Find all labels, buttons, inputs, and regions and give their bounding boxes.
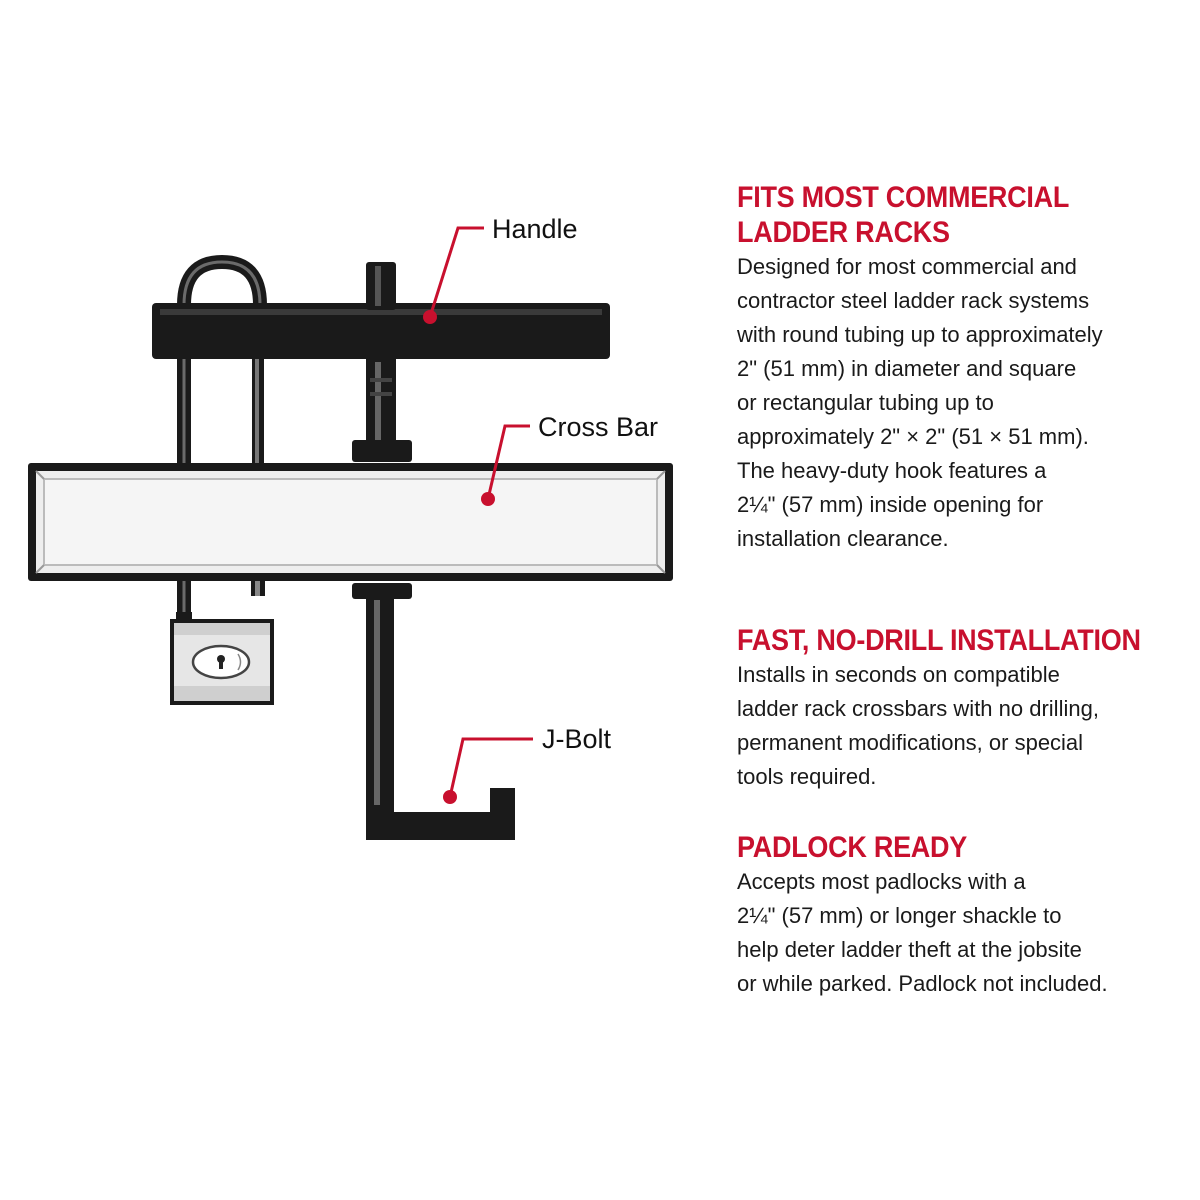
section-heading: FAST, NO-DRILL INSTALLATION (737, 624, 1141, 657)
feature-section-fits-racks: FITS MOST COMMERCIAL LADDER RACKS Design… (737, 180, 1106, 556)
feature-section-padlock-ready: PADLOCK READY Accepts most padlocks with… (737, 830, 1108, 1001)
guide-rod (251, 355, 265, 596)
section-body: Accepts most padlocks with a 2¼" (57 mm)… (737, 869, 1108, 996)
feature-section-no-drill: FAST, NO-DRILL INSTALLATION Installs in … (737, 623, 1186, 794)
section-heading: FITS MOST COMMERCIAL LADDER RACKS (737, 181, 1070, 249)
handle-bar (152, 303, 610, 359)
callout-j-bolt: J-Bolt (443, 724, 612, 804)
callout-label-cross-bar: Cross Bar (538, 412, 658, 442)
section-body: Installs in seconds on compatible ladder… (737, 662, 1099, 789)
vertical-stud (352, 262, 412, 462)
section-heading: PADLOCK READY (737, 831, 968, 864)
callout-label-handle: Handle (492, 214, 578, 244)
cross-bar (28, 463, 673, 581)
callout-handle: Handle (423, 214, 578, 324)
section-body: Designed for most commercial and contrac… (737, 254, 1103, 551)
callout-label-j-bolt: J-Bolt (542, 724, 612, 754)
callout-cross-bar: Cross Bar (481, 412, 658, 506)
padlock (170, 612, 274, 705)
j-bolt (352, 583, 515, 840)
